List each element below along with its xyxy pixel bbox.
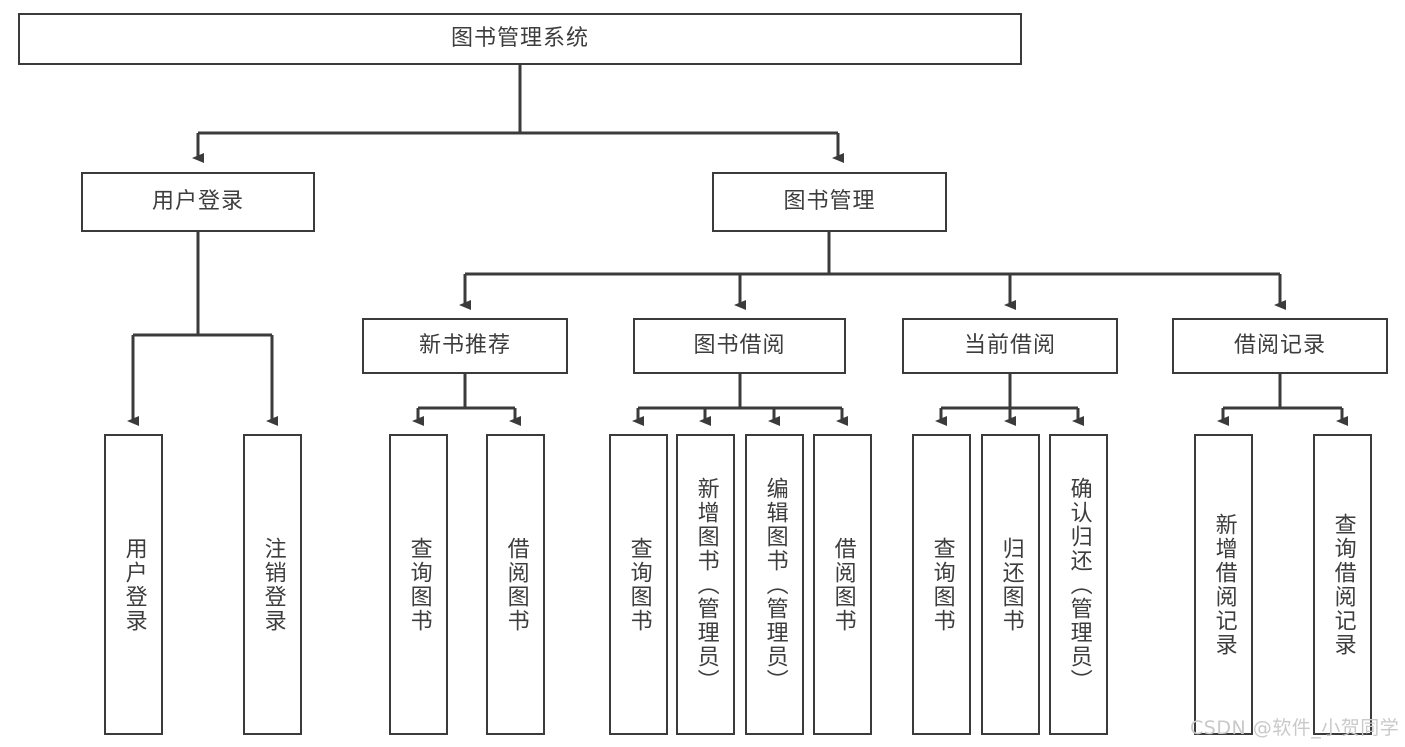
leaf-borrow-query-book[interactable]: 查询图书 — [609, 434, 668, 735]
leaf-label: 查询图书 — [406, 536, 432, 633]
leaf-recommend-borrow-book[interactable]: 借阅图书 — [486, 434, 545, 735]
node-user-login[interactable]: 用户登录 — [81, 172, 315, 232]
leaf-record-add-record[interactable]: 新增借阅记录 — [1194, 434, 1253, 735]
leaf-label: 查询图书 — [929, 536, 955, 633]
leaf-record-query-record[interactable]: 查询借阅记录 — [1313, 434, 1372, 735]
leaf-label: 查询图书 — [626, 536, 652, 633]
leaf-current-confirm-return-admin[interactable]: 确认归还（管理员） — [1049, 434, 1108, 735]
leaf-user-login-signin[interactable]: 用户登录 — [104, 434, 163, 735]
leaf-label: 新增图书（管理员） — [693, 476, 719, 693]
leaf-label: 用户登录 — [121, 536, 147, 633]
leaf-borrow-add-book-admin[interactable]: 新增图书（管理员） — [676, 434, 735, 735]
node-book-management[interactable]: 图书管理 — [712, 172, 947, 232]
node-borrow-record-label: 借阅记录 — [1233, 332, 1326, 358]
leaf-label: 归还图书 — [998, 536, 1024, 633]
leaf-label: 新增借阅记录 — [1211, 512, 1237, 657]
watermark: CSDN @软件_小贺同学 — [1190, 717, 1400, 739]
leaf-label: 确认归还（管理员） — [1066, 476, 1092, 693]
node-borrow-record[interactable]: 借阅记录 — [1172, 318, 1388, 374]
leaf-label: 借阅图书 — [503, 536, 529, 633]
node-book-borrow[interactable]: 图书借阅 — [633, 318, 846, 374]
node-current-borrow-label: 当前借阅 — [963, 332, 1056, 358]
node-new-book-recommend-label: 新书推荐 — [418, 332, 511, 358]
node-root[interactable]: 图书管理系统 — [18, 13, 1022, 65]
leaf-user-login-signout[interactable]: 注销登录 — [243, 434, 302, 735]
leaf-label: 查询借阅记录 — [1330, 512, 1356, 657]
leaf-borrow-edit-book-admin[interactable]: 编辑图书（管理员） — [745, 434, 804, 735]
leaf-label: 编辑图书（管理员） — [762, 476, 788, 693]
node-book-borrow-label: 图书借阅 — [693, 332, 786, 358]
leaf-label: 注销登录 — [260, 536, 286, 633]
leaf-current-query-book[interactable]: 查询图书 — [912, 434, 971, 735]
leaf-current-return-book[interactable]: 归还图书 — [981, 434, 1040, 735]
node-new-book-recommend[interactable]: 新书推荐 — [362, 318, 568, 374]
node-book-management-label: 图书管理 — [783, 188, 876, 214]
node-current-borrow[interactable]: 当前借阅 — [902, 318, 1118, 374]
leaf-label: 借阅图书 — [830, 536, 856, 633]
leaf-recommend-query-book[interactable]: 查询图书 — [389, 434, 448, 735]
node-user-login-label: 用户登录 — [151, 188, 244, 214]
node-root-label: 图书管理系统 — [450, 25, 589, 51]
leaf-borrow-borrow-book[interactable]: 借阅图书 — [813, 434, 872, 735]
